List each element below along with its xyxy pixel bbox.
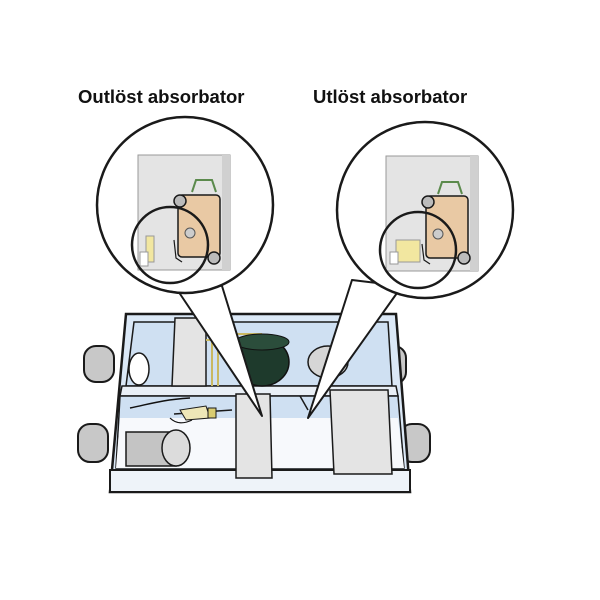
magnifier-circle-icon — [307, 120, 515, 419]
label-utlost-absorbator: Utlöst absorbator — [313, 86, 468, 107]
absorber-detail-icon — [378, 155, 479, 290]
label-outlost-absorbator: Outlöst absorbator — [78, 86, 245, 107]
absorber-detail-icon — [130, 154, 231, 285]
ventilation-unit-icon — [77, 312, 431, 494]
magnifier-circle-icon — [95, 115, 275, 417]
